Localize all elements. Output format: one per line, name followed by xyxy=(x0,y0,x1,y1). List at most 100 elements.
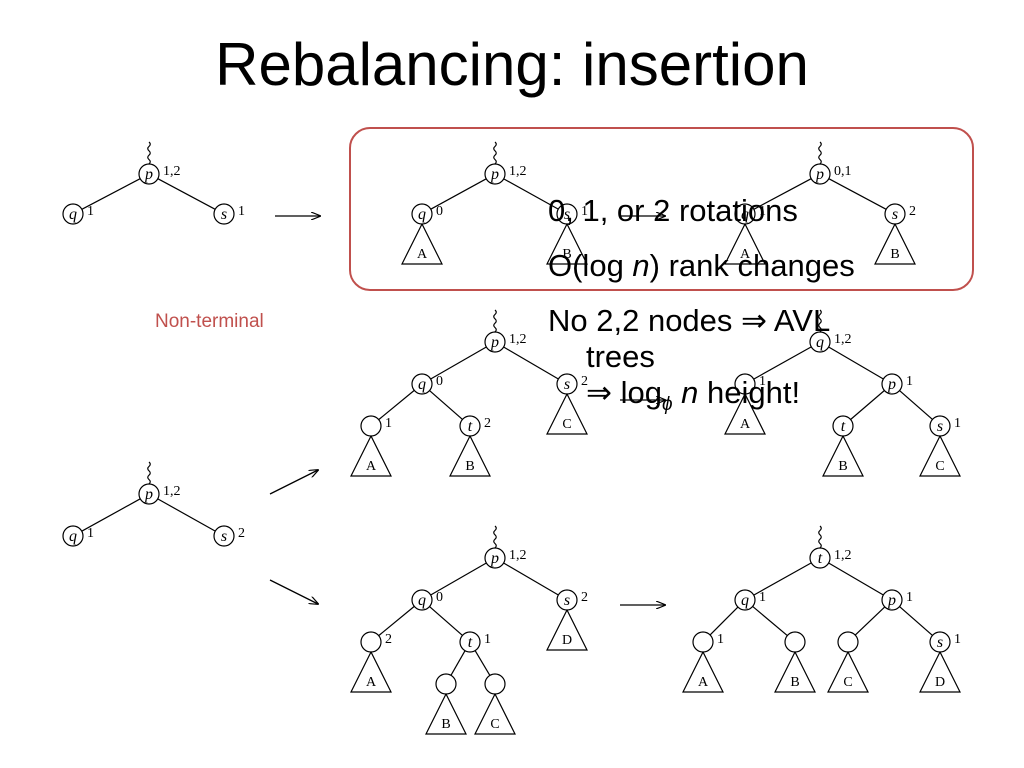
tree-edge xyxy=(378,605,415,637)
node-label: s xyxy=(221,206,227,223)
subtree-label: A xyxy=(366,459,377,474)
tree-tail xyxy=(818,141,822,165)
tree-edge xyxy=(378,389,415,421)
subtree-triangle xyxy=(546,608,588,651)
note-rank-changes: O(log n) rank changes xyxy=(548,248,855,283)
subtree-label: D xyxy=(562,633,572,648)
subtree-label: B xyxy=(790,675,799,690)
tree-edge xyxy=(850,390,885,420)
tree-edge xyxy=(157,498,216,532)
subtree-triangle xyxy=(350,434,392,477)
tree-node xyxy=(213,203,235,225)
subtree-triangle xyxy=(724,392,766,435)
tree-node xyxy=(692,631,714,653)
tree-tail xyxy=(493,141,497,165)
rank-label: 0 xyxy=(436,590,443,605)
tree-edge xyxy=(899,606,933,636)
node-label: s xyxy=(564,376,570,393)
tree-edge xyxy=(503,346,559,380)
tree-node xyxy=(484,163,506,185)
tree-node xyxy=(809,163,831,185)
node-label: q xyxy=(69,528,77,545)
rank-label: 1 xyxy=(759,590,766,605)
subtree-label: B xyxy=(465,459,474,474)
node-label: q xyxy=(741,206,749,223)
tree-edge xyxy=(899,390,933,420)
tree-node xyxy=(213,525,235,547)
tree-node xyxy=(784,631,806,653)
tree-node xyxy=(360,631,382,653)
node-label: s xyxy=(892,206,898,223)
tree-node xyxy=(484,331,506,353)
note-rotations: 0, 1, or 2 rotations xyxy=(548,193,798,228)
tree-edge xyxy=(828,346,884,380)
rank-label: 2 xyxy=(484,416,491,431)
transform-arrow xyxy=(269,470,318,495)
rank-label: 1,2 xyxy=(163,164,181,179)
tree-edge xyxy=(854,606,886,636)
tree-edge xyxy=(157,178,216,210)
highlight-box xyxy=(349,127,974,291)
tree-edge xyxy=(81,178,141,210)
node-label: s xyxy=(221,528,227,545)
node-label: p xyxy=(490,166,499,183)
tree-node xyxy=(734,373,756,395)
subtree-label: A xyxy=(740,417,751,432)
node-label: q xyxy=(741,592,749,609)
rank-label: 0 xyxy=(436,374,443,389)
subtree-triangle xyxy=(449,434,491,477)
rank-label: 1,2 xyxy=(163,484,181,499)
tree-tail xyxy=(493,309,497,333)
rank-label: 1,2 xyxy=(509,548,527,563)
rank-label: 1 xyxy=(906,590,913,605)
tree-node xyxy=(929,631,951,653)
node-label: p xyxy=(887,376,896,393)
node-label: q xyxy=(418,206,426,223)
rank-label: 2 xyxy=(581,590,588,605)
rank-label: 0,1 xyxy=(834,164,852,179)
subtree-label: B xyxy=(562,247,571,262)
tree-edge xyxy=(753,562,812,596)
tree-edge xyxy=(828,562,884,596)
subtree-label: A xyxy=(417,247,428,262)
rank-label: 1,2 xyxy=(834,332,852,347)
subtree-triangle xyxy=(474,692,516,735)
node-label: t xyxy=(841,418,846,435)
rank-label: 1,2 xyxy=(834,548,852,563)
tree-node xyxy=(809,331,831,353)
tree-edge xyxy=(828,178,887,210)
subtree-label: B xyxy=(890,247,899,262)
node-label: s xyxy=(937,634,943,651)
rank-label: 0 xyxy=(436,204,443,219)
rank-label: 2 xyxy=(238,526,245,541)
tree-node xyxy=(884,203,906,225)
tree-node xyxy=(360,415,382,437)
tree-node xyxy=(734,203,756,225)
subtree-triangle xyxy=(774,650,816,693)
rank-label: 1 xyxy=(717,632,724,647)
tree-node xyxy=(837,631,859,653)
tree-edge xyxy=(81,498,141,532)
tree-node xyxy=(929,415,951,437)
rank-label: 1 xyxy=(484,632,491,647)
tree-node xyxy=(881,373,903,395)
node-label: p xyxy=(144,486,153,503)
tree-edge xyxy=(753,346,812,380)
tree-node xyxy=(62,203,84,225)
tree-edge xyxy=(429,390,463,420)
tree-tail xyxy=(147,461,151,485)
tree-edge xyxy=(753,178,812,210)
rank-label: 2 xyxy=(581,374,588,389)
node-label: t xyxy=(468,634,473,651)
subtree-triangle xyxy=(827,650,869,693)
node-label: s xyxy=(564,206,570,223)
tree-node xyxy=(556,203,578,225)
rank-label: 1 xyxy=(906,374,913,389)
node-label: q xyxy=(418,376,426,393)
tree-edge xyxy=(752,605,788,637)
